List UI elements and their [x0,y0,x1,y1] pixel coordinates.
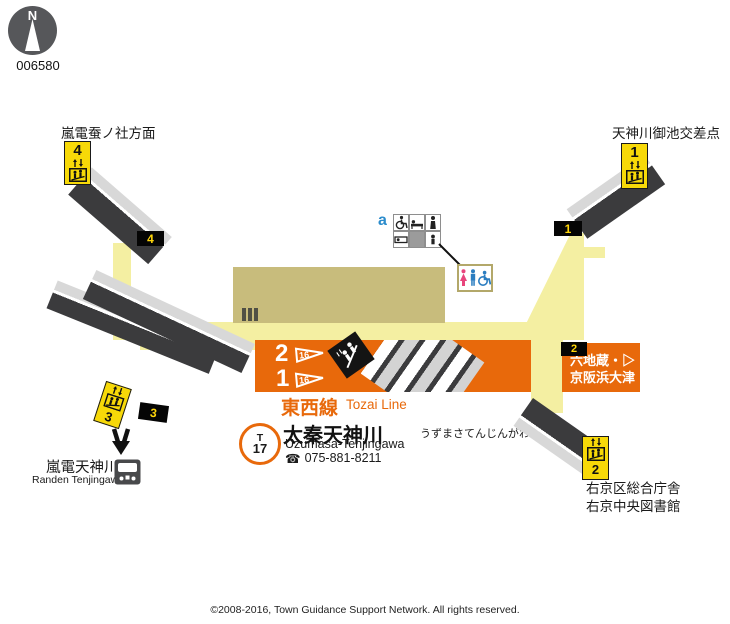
exit4-box: 4 [64,141,91,185]
exit2-number: 2 [591,462,600,477]
facility-marker-a: a [378,212,387,229]
exit1-box: 1 [621,143,648,189]
exit3-number: 3 [102,408,115,426]
wheelchair-icon [478,270,491,286]
paid-area [233,267,445,323]
exit1-area-label: 天神川御池交差点 [612,126,720,141]
train-icon [114,459,141,485]
stretcher-icon [411,220,423,229]
station-phone: ☎ 075-881-8211 [285,451,382,466]
exit2-area-label-1: 右京区総合庁舎 [586,481,681,496]
platform-stairs-stripes [360,340,485,392]
transfer-name-en: Randen Tenjingawa [32,474,125,486]
phone-icon: ☎ [285,452,301,466]
track-number-1: 1 [276,365,290,392]
baby-changing-icon [394,236,408,244]
man-icon [470,269,475,286]
exit2-marker-number: 2 [570,343,578,355]
transfer-down-arrow-icon [111,428,131,455]
exit3-box: 3 [93,380,132,430]
up-down-arrows-icon [590,438,601,446]
facility-cell [425,231,441,248]
station-symbol-number: 17 [252,441,268,456]
exit1-number: 1 [630,144,639,161]
concourse-spur-right [583,247,605,258]
car-position-pennant: 16 [294,347,324,364]
copyright: ©2008-2016, Town Guidance Support Networ… [210,604,520,616]
child-seat-icon [431,234,435,245]
exit2-platform-marker: 2 [561,342,587,356]
station-symbol: T 17 [239,423,281,465]
map-id: 006580 [16,58,60,73]
exit4-area-label: 嵐電蚕ノ社方面 [61,126,156,141]
track-number-2: 2 [275,340,289,367]
gate-bar [248,308,252,321]
platform-band: 2 16 1 16 [255,340,531,392]
facility-cell [425,214,441,231]
exit4-number: 4 [73,142,82,159]
station-symbol-letter: T [256,432,264,444]
exit3-marker-number: 3 [149,405,158,420]
destination-line1: 六地蔵・▷ [569,353,635,368]
car-marker-text: 16 [299,350,310,361]
up-down-arrows-icon [629,161,640,169]
concourse-funnel-right [518,233,584,340]
escalator-icon [586,447,605,461]
facility-cell-blank [409,231,425,248]
exit3-platform-marker: 3 [137,402,170,423]
escalator-icon [336,342,358,369]
exit1-platform-marker: 1 [554,221,582,236]
line-name-ja: 東西線 [281,398,339,419]
station-name-kana: うずまさてんじんがわ [420,428,530,440]
exit4-marker-number: 4 [147,231,154,246]
transfer-name-ja: 嵐電天神川 [46,460,119,476]
wheelchair-icon [395,215,408,230]
ostomate-icon [430,216,436,229]
toilet-box [457,264,493,292]
escalator-icon [102,392,125,412]
compass: N [8,6,57,55]
station-name-en: Uzumasa-Tenjingawa [285,437,405,451]
up-down-arrows-icon [112,386,122,396]
escalator-icon [625,170,644,184]
facility-cell [409,214,425,231]
car-position-pennant: 16 [294,372,324,389]
phone-number: 075-881-8211 [304,451,382,465]
exit1-marker-number: 1 [564,221,572,236]
line-name-en: Tozai Line [346,397,407,412]
facility-icon-grid [393,214,441,248]
destination-line2: 京阪浜大津 [569,370,635,385]
exit2-box: 2 [582,436,609,480]
escalator-icon [68,168,87,182]
gate-bar [242,308,246,321]
exit2-area-label-2: 右京中央図書館 [586,499,681,514]
woman-icon [460,269,467,286]
compass-needle-icon [25,19,40,51]
station-name-ja: 太秦天神川 [283,425,383,447]
facility-cell [393,214,409,231]
facility-cell [393,231,409,248]
car-marker-text: 16 [299,375,310,386]
ticket-gates [242,308,260,321]
gate-bar [254,308,258,321]
exit4-platform-marker: 4 [137,231,164,246]
compass-north-label: N [27,8,38,23]
up-down-arrows-icon [72,159,83,167]
platform-escalator-tile [327,331,375,379]
